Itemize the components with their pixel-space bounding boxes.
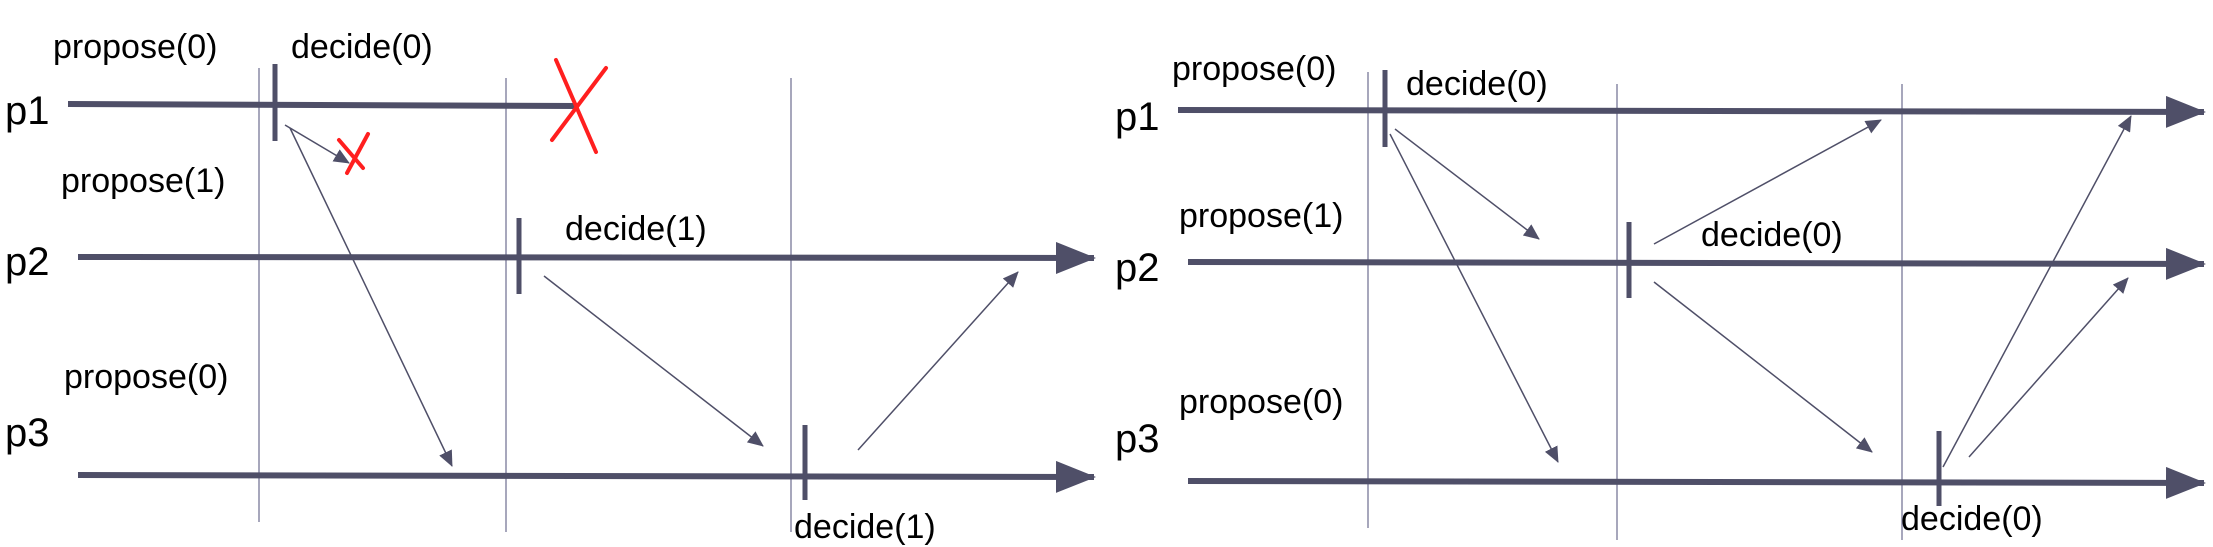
timeline-p1 [67,101,579,109]
propose-label-p3: propose(0) [64,358,228,396]
process-label-p3: p3 [5,411,50,455]
message-arrow-p2-to-p1 [1653,119,1882,245]
process-label-p1: p1 [1115,95,1160,139]
message-arrow-p3-to-p2 [1968,277,2129,458]
process-label-p2: p2 [5,240,50,284]
process-crash-x-icon [550,58,608,154]
message-arrow-p1-to-p2-lost [284,124,350,164]
decide-label-p2: decide(1) [565,210,707,248]
decide-label-p1: decide(0) [291,28,433,66]
timeline-p3 [1187,466,2206,499]
timeline-p3 [77,460,1096,493]
propose-label-p1: propose(0) [53,28,217,66]
message-arrow-p3-to-p1 [1942,115,2132,468]
message-arrow-p1-to-p2 [1394,128,1540,240]
message-arrow-p2-to-p3 [543,275,764,447]
process-label-p1: p1 [5,89,50,133]
timeline-p2 [1187,247,2206,280]
message-arrow-p1-to-p3 [289,127,453,467]
decide-label-p3: decide(0) [1901,500,2043,538]
decide-label-p3: decide(1) [794,508,936,546]
right-diagram: p1 p2 p3 propose(0) propose(1) propose(0… [1115,50,2206,540]
propose-label-p3: propose(0) [1179,383,1343,421]
process-label-p2: p2 [1115,246,1160,290]
left-diagram: p1 p2 p3 propose(0) propose(1) propose(0… [5,28,1096,546]
message-arrow-p1-to-p3 [1389,133,1559,463]
decide-label-p1: decide(0) [1406,65,1548,103]
message-arrow-p3-to-p2 [857,271,1019,451]
timeline-p2 [77,241,1096,274]
propose-label-p2: propose(1) [61,162,225,200]
timeline-p1 [1177,95,2206,128]
decide-label-p2: decide(0) [1701,216,1843,254]
process-label-p3: p3 [1115,417,1160,461]
message-arrow-p2-to-p3 [1653,281,1873,453]
propose-label-p1: propose(0) [1172,50,1336,88]
message-loss-x-icon [337,132,370,175]
propose-label-p2: propose(1) [1179,197,1343,235]
